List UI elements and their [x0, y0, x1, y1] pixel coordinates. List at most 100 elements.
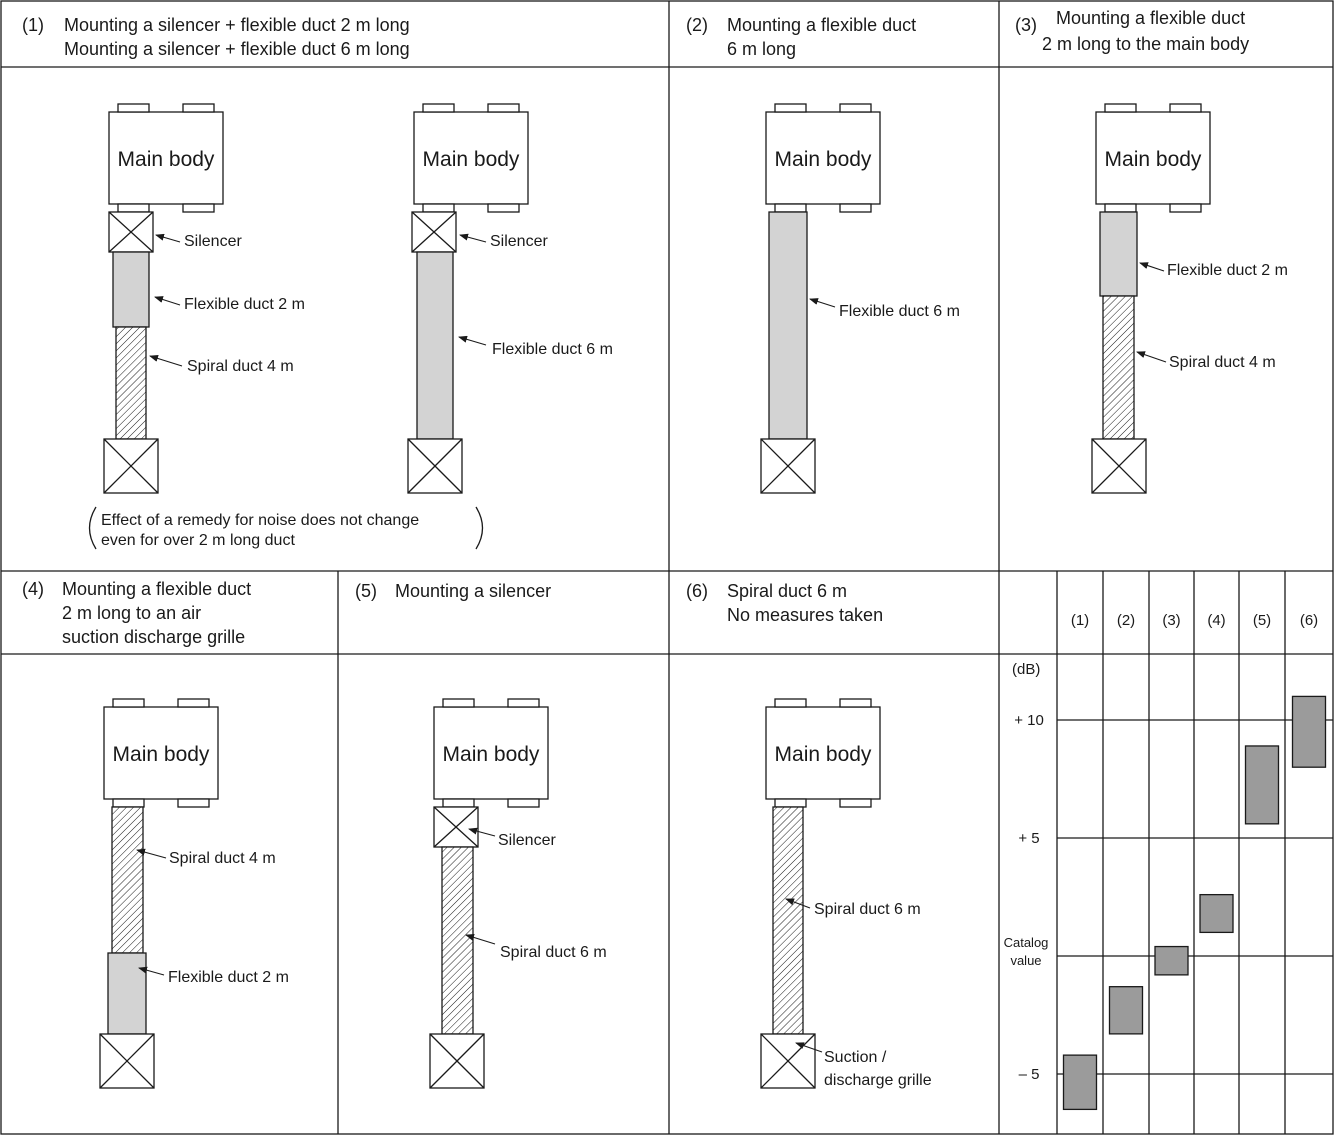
- note-line1: Effect of a remedy for noise does not ch…: [101, 512, 419, 529]
- chart-range-bar: [1154, 945, 1189, 976]
- chart-y-tick-label: + 10: [1014, 712, 1044, 729]
- flexible-duct: [1099, 211, 1138, 297]
- grille-label-line2: discharge grille: [824, 1072, 932, 1089]
- chart-range-bar: [1199, 893, 1234, 934]
- chart-range-bar: [1244, 745, 1280, 825]
- grille-box: [103, 438, 159, 494]
- panel-2-title-line2: 6 m long: [727, 39, 796, 59]
- silencer-box: [433, 806, 479, 848]
- chart-bars: [1062, 695, 1327, 1111]
- panel-2-title-line1: Mounting a flexible duct: [727, 15, 916, 35]
- grille-box: [99, 1033, 155, 1089]
- spiral-duct: [441, 846, 474, 1035]
- panel-5-title-line1: Mounting a silencer: [395, 581, 551, 601]
- arrow: [136, 848, 167, 859]
- panel-4-number: (4): [22, 579, 44, 599]
- main-body-label: Main body: [423, 148, 520, 171]
- chart-y-tick-label: + 5: [1018, 830, 1039, 847]
- grille-box: [760, 438, 816, 494]
- chart-category-label: (5): [1253, 612, 1271, 629]
- panel-4-header: (4) Mounting a flexible duct 2 m long to…: [22, 579, 251, 647]
- panel-2-header: (2) Mounting a flexible duct 6 m long: [686, 15, 916, 59]
- panel-1-title-line2: Mounting a silencer + flexible duct 6 m …: [64, 39, 410, 59]
- grille-label-line1: Suction /: [824, 1049, 887, 1066]
- chart-y-tick-labels: + 10 + 5 Catalog value – 5: [1004, 712, 1049, 1083]
- chart-y-tick-label: Catalog: [1004, 935, 1049, 950]
- chart-category-labels: (1)(2)(3)(4)(5)(6): [1071, 612, 1318, 629]
- arrow: [149, 355, 183, 367]
- silencer-label: Silencer: [498, 832, 556, 849]
- main-body-label: Main body: [775, 743, 872, 766]
- panel-3-header: (3) Mounting a flexible duct 2 m long to…: [1015, 8, 1249, 54]
- panel-2-number: (2): [686, 15, 708, 35]
- flexible-duct: [416, 251, 454, 440]
- grille-box: [760, 1033, 816, 1089]
- spiral-duct-label: Spiral duct 6 m: [500, 944, 607, 961]
- spiral-duct-label: Spiral duct 4 m: [169, 850, 276, 867]
- panel-3-title-line2: 2 m long to the main body: [1042, 34, 1249, 54]
- spiral-duct: [772, 806, 804, 1035]
- panel-3-number: (3): [1015, 15, 1037, 35]
- main-body-label: Main body: [443, 743, 540, 766]
- chart-range-bar: [1108, 986, 1144, 1035]
- arrow: [155, 233, 181, 243]
- panel-1b-diagram: Main body Silencer Flexible duct 6 m: [407, 103, 613, 494]
- panel-6-header: (6) Spiral duct 6 m No measures taken: [686, 581, 883, 625]
- panel-4-title-line2: 2 m long to an air: [62, 603, 201, 623]
- note-line2: even for over 2 m long duct: [101, 532, 295, 549]
- grille-box: [407, 438, 463, 494]
- panel-4-diagram: Main body Spiral duct 4 m Flexible duct …: [99, 698, 289, 1089]
- panel-6-title-line1: Spiral duct 6 m: [727, 581, 847, 601]
- panel-1a-diagram: Main body Silencer Flexible duct 2 m Spi…: [103, 103, 305, 494]
- chart-grid: [1056, 571, 1333, 1134]
- silencer-box: [108, 211, 154, 253]
- arrow: [1139, 262, 1165, 272]
- flexible-duct: [107, 952, 147, 1035]
- panel-6-number: (6): [686, 581, 708, 601]
- panel-3-title-line1: Mounting a flexible duct: [1056, 8, 1245, 28]
- spiral-duct-label: Spiral duct 6 m: [814, 901, 921, 918]
- grille-box: [429, 1033, 485, 1089]
- panel-6-title-line2: No measures taken: [727, 605, 883, 625]
- flexible-duct-label: Flexible duct 2 m: [168, 969, 289, 986]
- arrow: [795, 1042, 823, 1053]
- arrow: [468, 827, 496, 837]
- noise-chart: (1)(2)(3)(4)(5)(6) + 10+ 5Catalogvalue– …: [1004, 571, 1333, 1134]
- panel-2-diagram: Main body Flexible duct 6 m: [760, 103, 960, 494]
- panel-1-number: (1): [22, 15, 44, 35]
- panel-1-header: (1) Mounting a silencer + flexible duct …: [22, 15, 410, 59]
- flexible-duct-label: Flexible duct 6 m: [492, 341, 613, 358]
- arrow: [459, 233, 487, 243]
- chart-category-label: (3): [1162, 612, 1180, 629]
- panel-1-note: Effect of a remedy for noise does not ch…: [88, 506, 484, 550]
- arrow: [1136, 351, 1167, 363]
- chart-category-label: (1): [1071, 612, 1089, 629]
- panel-1-title-line1: Mounting a silencer + flexible duct 2 m …: [64, 15, 410, 35]
- arrow: [465, 934, 496, 945]
- chart-category-label: (2): [1117, 612, 1135, 629]
- silencer-label: Silencer: [490, 233, 548, 250]
- chart-range-bar: [1062, 1054, 1098, 1111]
- main-body-label: Main body: [113, 743, 210, 766]
- chart-category-label: (6): [1300, 612, 1318, 629]
- arrow: [785, 898, 811, 909]
- main-body-label: Main body: [775, 148, 872, 171]
- spiral-duct-label: Spiral duct 4 m: [187, 358, 294, 375]
- arrow: [138, 966, 165, 976]
- chart-y-tick-label: – 5: [1019, 1066, 1040, 1083]
- main-body-label: Main body: [118, 148, 215, 171]
- arrow: [154, 296, 181, 306]
- panel-6-diagram: Main body Spiral duct 6 m Suction / disc…: [760, 698, 932, 1089]
- silencer-box: [411, 211, 457, 253]
- panel-4-title-line3: suction discharge grille: [62, 627, 245, 647]
- spiral-duct: [111, 806, 144, 954]
- chart-y-tick-label: value: [1010, 953, 1041, 968]
- flexible-duct-label: Flexible duct 6 m: [839, 303, 960, 320]
- flexible-duct: [112, 251, 150, 328]
- flexible-duct-label: Flexible duct 2 m: [184, 296, 305, 313]
- arrow: [458, 335, 487, 346]
- panel-5-diagram: Main body Silencer Spiral duct 6 m: [429, 698, 607, 1089]
- spiral-duct: [115, 326, 147, 440]
